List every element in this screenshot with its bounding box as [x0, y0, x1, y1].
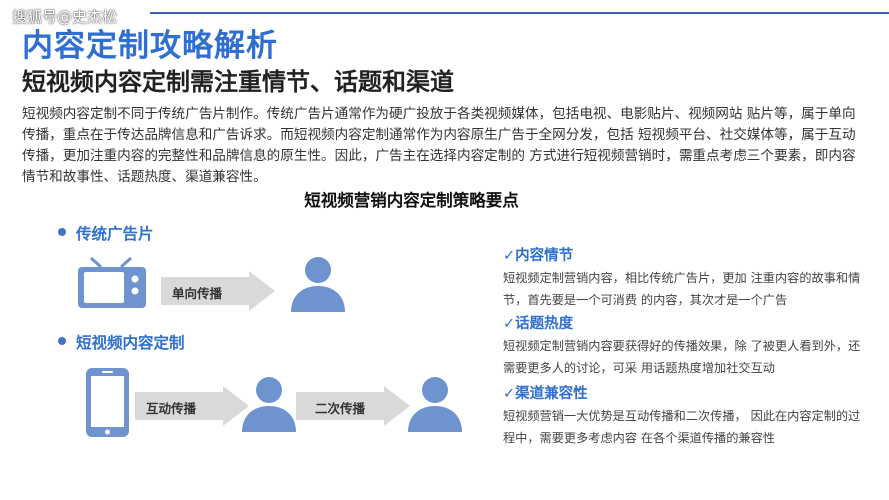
check-icon: ✓ [503, 316, 516, 332]
strategy-point-topic: ✓话题热度 短视频定制营销内容要获得好的传播效果，除 了被更人看到外，还需要更多… [503, 312, 863, 379]
traditional-ad-label: 传统广告片 [76, 225, 154, 243]
person-icon [408, 377, 462, 432]
one-way-label: 单向传播 [172, 286, 223, 301]
page-subtitle: 短视频内容定制需注重情节、话题和渠道 [22, 68, 454, 96]
point-title: ✓内容情节 [503, 248, 574, 264]
phone-icon [86, 368, 129, 437]
person-icon [291, 257, 345, 312]
check-icon: ✓ [503, 248, 516, 264]
secondary-label: 二次传播 [315, 401, 366, 416]
check-icon: ✓ [503, 386, 516, 402]
custom-content-label: 短视频内容定制 [76, 334, 185, 352]
point-text: 短视频定制营销内容，相比传统广告片，更加 注重内容的故事和情节，首先要是一个可消… [503, 271, 861, 307]
tv-icon [78, 257, 146, 308]
arrow-secondary [296, 386, 410, 426]
top-rule [150, 12, 889, 14]
strategy-point-plot: ✓内容情节 短视频定制营销内容，相比传统广告片，更加 注重内容的故事和情节，首先… [503, 244, 863, 311]
bullet-dot [58, 337, 66, 345]
strategy-point-channel: ✓渠道兼容性 短视频营销一大优势是互动传播和二次传播， 因此在内容定制的过程中，… [503, 382, 863, 449]
interactive-label: 互动传播 [146, 401, 197, 416]
bullet-dot [58, 228, 66, 236]
point-title: ✓话题热度 [503, 316, 574, 332]
section-title: 短视频营销内容定制策略要点 [304, 191, 519, 210]
page-title: 内容定制攻略解析 [22, 28, 278, 64]
point-title: ✓渠道兼容性 [503, 386, 588, 402]
person-icon [242, 377, 296, 432]
point-text: 短视频营销一大优势是互动传播和二次传播， 因此在内容定制的过程中，需要更多考虑内… [503, 409, 861, 445]
arrow-interactive [135, 386, 249, 426]
watermark: 搜狐号@史杰松 [12, 8, 118, 26]
arrow-one-way [161, 271, 275, 311]
point-text: 短视频定制营销内容要获得好的传播效果，除 了被更人看到外，还需要更多人的讨论，可… [503, 339, 861, 375]
intro-paragraph: 短视频内容定制不同于传统广告片制作。传统广告片通常作为硬广投放于各类视频媒体，包… [22, 106, 856, 185]
